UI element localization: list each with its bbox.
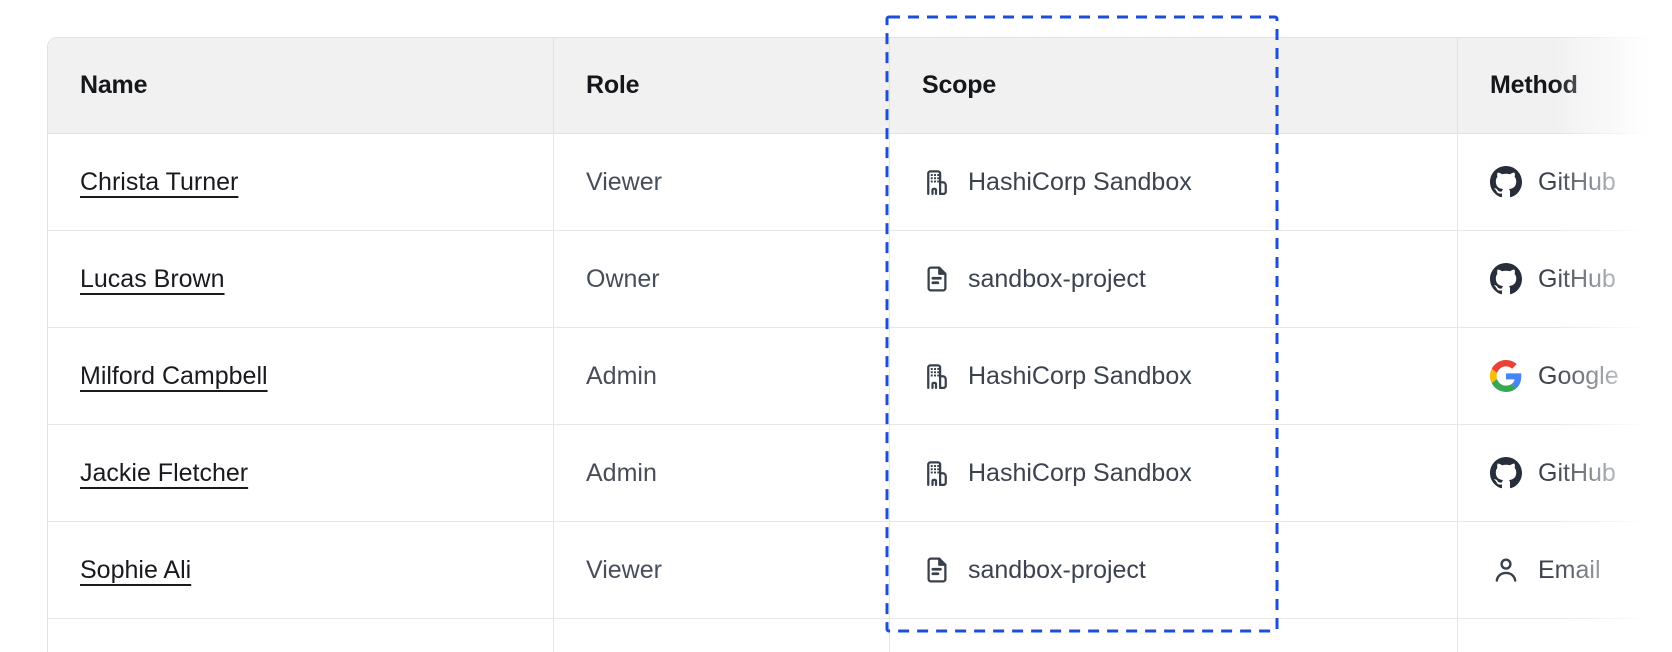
member-name-link[interactable]: Milford Campbell bbox=[80, 361, 268, 390]
person-icon bbox=[1490, 554, 1522, 586]
role-cell: Admin bbox=[553, 328, 889, 424]
table-row: Sophie Ali Viewer sandbox-project Email bbox=[48, 522, 1672, 619]
github-icon bbox=[1490, 457, 1522, 489]
document-icon bbox=[922, 555, 952, 585]
method-cell bbox=[1457, 619, 1672, 652]
method-cell: GitHub bbox=[1457, 134, 1672, 230]
scope-value: sandbox-project bbox=[968, 555, 1146, 584]
method-cell: GitHub bbox=[1457, 231, 1672, 327]
role-value: Admin bbox=[586, 458, 657, 487]
table-row: Lucas Brown Owner sandbox-project GitHub bbox=[48, 231, 1672, 328]
column-header-name: Name bbox=[48, 38, 553, 133]
scope-value: sandbox-project bbox=[968, 264, 1146, 293]
google-icon bbox=[1490, 360, 1522, 392]
column-header-scope-label: Scope bbox=[922, 71, 997, 99]
github-icon bbox=[1490, 263, 1522, 295]
method-cell: GitHub bbox=[1457, 425, 1672, 521]
column-header-method: Method bbox=[1457, 38, 1672, 133]
table-row: Christa Turner Viewer HashiCorp Sandbox … bbox=[48, 134, 1672, 231]
name-cell: Lucas Brown bbox=[48, 231, 553, 327]
column-header-role: Role bbox=[553, 38, 889, 133]
building-icon bbox=[922, 458, 952, 488]
role-cell: Owner bbox=[553, 231, 889, 327]
scope-cell: HashiCorp Sandbox bbox=[889, 425, 1457, 521]
method-value: GitHub bbox=[1538, 167, 1616, 196]
column-header-method-label: Method bbox=[1490, 71, 1578, 99]
method-value: GitHub bbox=[1538, 458, 1616, 487]
building-icon bbox=[922, 361, 952, 391]
role-value: Owner bbox=[586, 264, 660, 293]
document-icon bbox=[922, 264, 952, 294]
member-name-link[interactable]: Christa Turner bbox=[80, 167, 239, 196]
github-icon bbox=[1490, 166, 1522, 198]
role-value: Viewer bbox=[586, 555, 662, 584]
role-value: Viewer bbox=[586, 167, 662, 196]
name-cell: Christa Turner bbox=[48, 134, 553, 230]
role-cell bbox=[553, 619, 889, 652]
method-value: Google bbox=[1538, 361, 1619, 390]
table-header-row: Name Role Scope Method bbox=[48, 38, 1672, 134]
method-value: GitHub bbox=[1538, 264, 1616, 293]
member-name-link[interactable]: Lucas Brown bbox=[80, 264, 225, 293]
table-row: Milford Campbell Admin HashiCorp Sandbox… bbox=[48, 328, 1672, 425]
name-cell: Jackie Fletcher bbox=[48, 425, 553, 521]
name-cell bbox=[48, 619, 553, 652]
column-header-name-label: Name bbox=[80, 71, 148, 99]
member-name-link[interactable]: Sophie Ali bbox=[80, 555, 192, 584]
scope-cell: HashiCorp Sandbox bbox=[889, 328, 1457, 424]
column-header-role-label: Role bbox=[586, 71, 640, 99]
column-header-scope: Scope bbox=[889, 38, 1457, 133]
scope-cell bbox=[889, 619, 1457, 652]
scope-cell: sandbox-project bbox=[889, 522, 1457, 618]
table-row: Jackie Fletcher Admin HashiCorp Sandbox … bbox=[48, 425, 1672, 522]
members-table: Name Role Scope Method Christa Turner Vi… bbox=[47, 37, 1672, 652]
role-cell: Viewer bbox=[553, 522, 889, 618]
method-value: Email bbox=[1538, 555, 1601, 584]
scope-value: HashiCorp Sandbox bbox=[968, 361, 1192, 390]
name-cell: Sophie Ali bbox=[48, 522, 553, 618]
scope-value: HashiCorp Sandbox bbox=[968, 458, 1192, 487]
building-icon bbox=[922, 167, 952, 197]
method-cell: Google bbox=[1457, 328, 1672, 424]
method-cell: Email bbox=[1457, 522, 1672, 618]
member-name-link[interactable]: Jackie Fletcher bbox=[80, 458, 249, 487]
scope-cell: HashiCorp Sandbox bbox=[889, 134, 1457, 230]
role-cell: Admin bbox=[553, 425, 889, 521]
scope-cell: sandbox-project bbox=[889, 231, 1457, 327]
scope-value: HashiCorp Sandbox bbox=[968, 167, 1192, 196]
role-cell: Viewer bbox=[553, 134, 889, 230]
role-value: Admin bbox=[586, 361, 657, 390]
name-cell: Milford Campbell bbox=[48, 328, 553, 424]
table-row-partial bbox=[48, 619, 1672, 652]
